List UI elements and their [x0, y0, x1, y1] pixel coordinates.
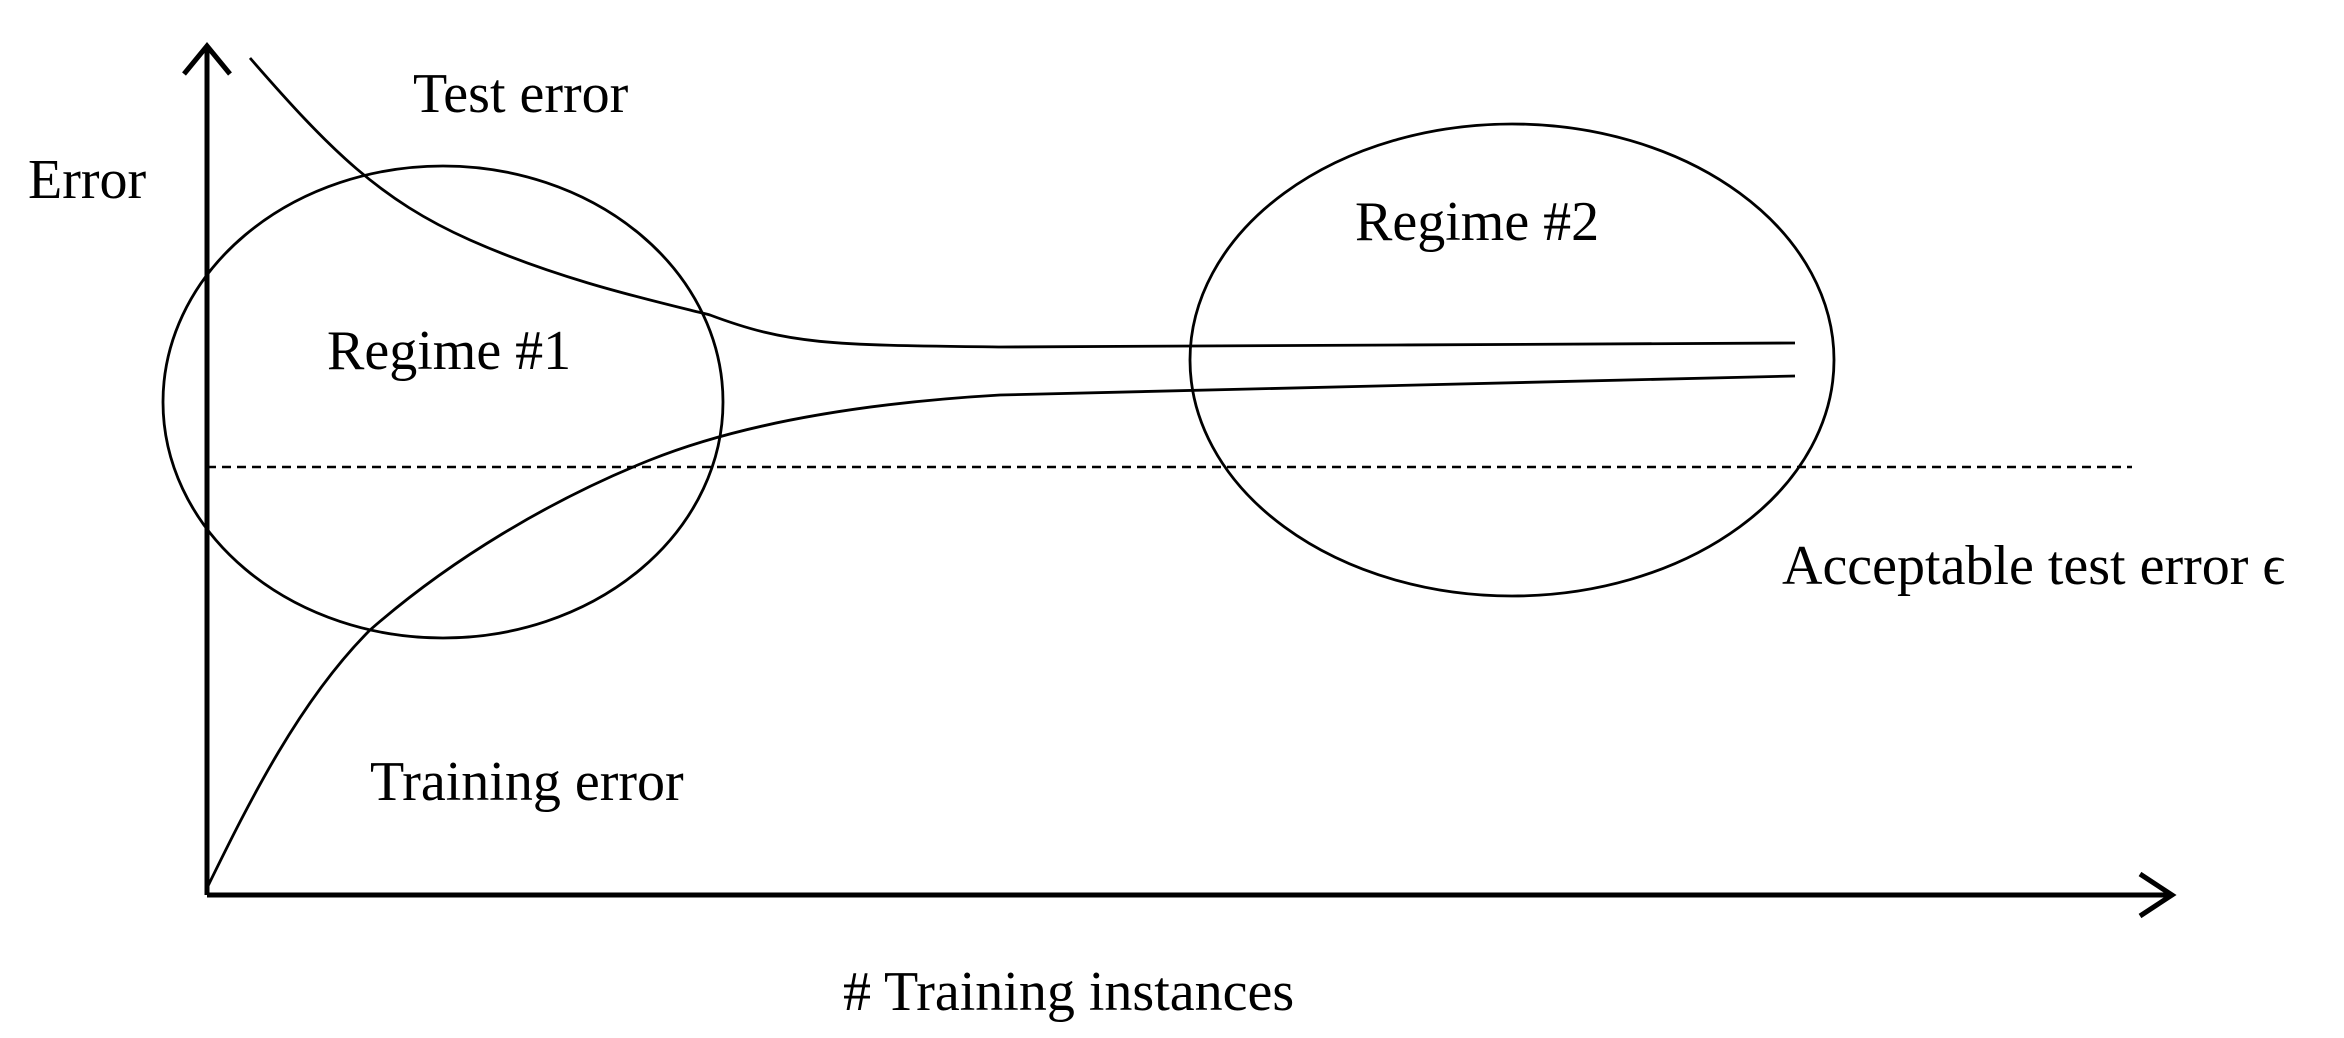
regime-1-ellipse	[161, 164, 725, 640]
acceptable-error-label: Acceptable test error ϵ	[1782, 535, 2285, 597]
training-error-curve	[205, 374, 1796, 889]
x-axis-label: # Training instances	[843, 961, 1294, 1023]
test-error-curve	[248, 57, 1796, 349]
regime-2-label: Regime #2	[1355, 191, 1599, 253]
axes	[182, 42, 2177, 919]
regime-2-ellipse	[1188, 122, 1836, 598]
x-axis-arrowhead	[2138, 871, 2177, 919]
test-error-label: Test error	[413, 63, 629, 125]
training-error-label: Training error	[370, 751, 684, 813]
y-axis-label: Error	[28, 149, 147, 211]
regime-1-label: Regime #1	[327, 320, 571, 382]
y-axis-arrowhead	[182, 42, 232, 76]
